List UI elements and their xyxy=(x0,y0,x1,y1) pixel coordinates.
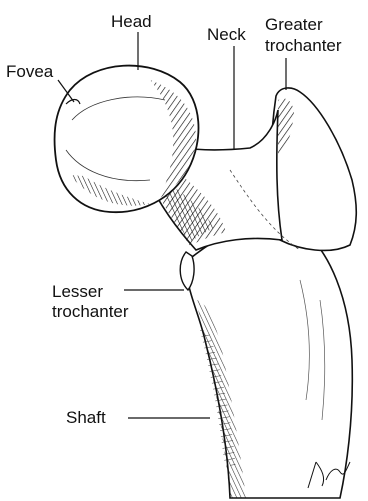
label-shaft: Shaft xyxy=(66,408,106,427)
label-head: Head xyxy=(111,12,152,31)
label-lesser-trochanter-line2: trochanter xyxy=(52,302,129,322)
label-fovea: Fovea xyxy=(6,62,53,81)
label-neck: Neck xyxy=(207,25,246,44)
label-greater-trochanter-line1: Greater xyxy=(265,14,342,35)
label-greater-trochanter-line2: trochanter xyxy=(265,35,342,56)
label-lesser-trochanter: Lesser trochanter xyxy=(52,282,129,322)
label-greater-trochanter: Greater trochanter xyxy=(265,14,342,56)
label-lesser-trochanter-line1: Lesser xyxy=(52,282,129,302)
